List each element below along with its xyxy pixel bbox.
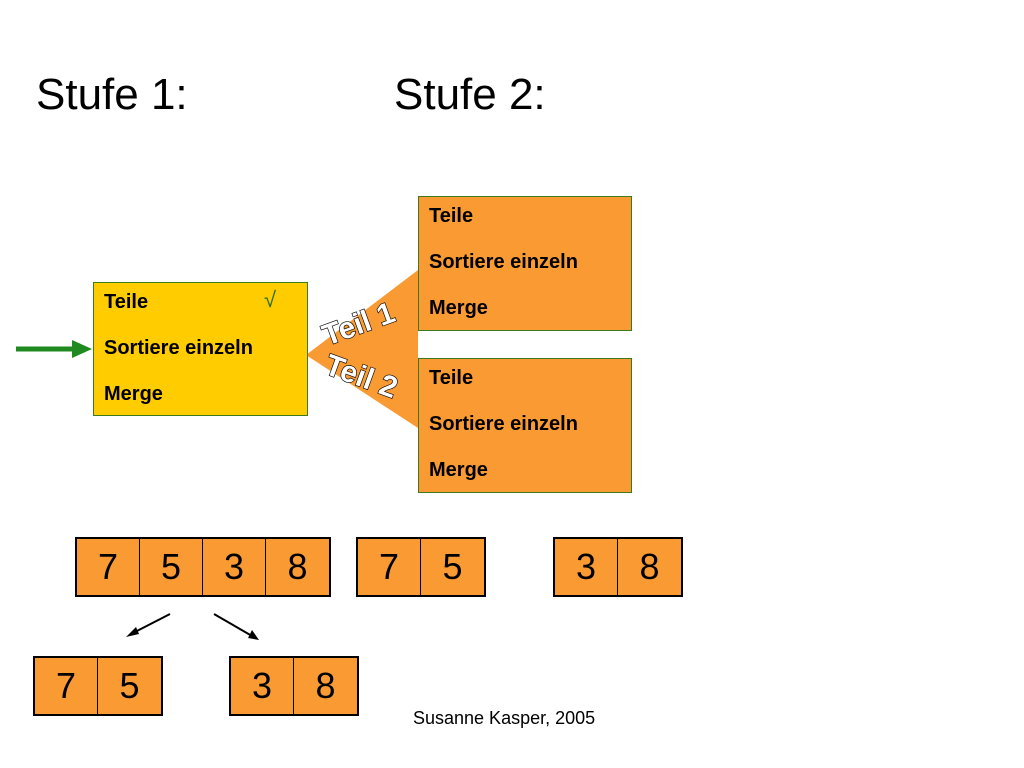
sub1-step-divide: Teile	[429, 205, 474, 227]
author-credit: Susanne Kasper, 2005	[413, 708, 596, 728]
sub1-step-merge: Merge	[429, 297, 488, 319]
array-cell: 8	[315, 665, 336, 706]
array-cell: 3	[555, 539, 618, 595]
main-step-sort: Sortiere einzeln	[104, 337, 253, 359]
main-step-merge: Merge	[104, 383, 163, 405]
stage-2-title: Stufe 2:	[394, 70, 546, 119]
array-left-half: 7 5	[356, 537, 486, 597]
array-cell: 7	[358, 539, 421, 595]
array-split-left: 7 5	[33, 656, 163, 716]
sub2-step-divide: Teile	[429, 367, 474, 389]
array-split-right: 3 8	[229, 656, 359, 716]
check-mark-icon: √	[264, 287, 277, 312]
array-right-half: 3 8	[553, 537, 683, 597]
split-arrow-right-icon	[213, 613, 259, 640]
array-cell: 7	[77, 539, 140, 595]
array-cell: 3	[203, 539, 266, 595]
split-arrow-left-icon	[126, 613, 171, 637]
main-step-divide: Teile	[104, 291, 149, 313]
array-cell: 7	[35, 658, 98, 714]
sub-step-box-1: Teile Sortiere einzeln Merge	[418, 196, 632, 331]
sub2-step-merge: Merge	[429, 459, 488, 481]
array-cell: 8	[287, 546, 308, 587]
array-cell: 5	[442, 546, 463, 587]
array-cell: 5	[119, 665, 140, 706]
main-step-box: Teile Sortiere einzeln Merge √	[93, 282, 308, 416]
array-full: 7 5 3 8	[75, 537, 331, 597]
sub1-step-sort: Sortiere einzeln	[429, 251, 578, 273]
array-cell: 5	[140, 539, 203, 595]
array-cell: 3	[231, 658, 294, 714]
stage-1-title: Stufe 1:	[36, 70, 188, 119]
branch-funnel	[306, 270, 418, 428]
green-arrow-icon	[16, 340, 92, 358]
array-cell: 8	[639, 546, 660, 587]
sub2-step-sort: Sortiere einzeln	[429, 413, 578, 435]
sub-step-box-2: Teile Sortiere einzeln Merge	[418, 358, 632, 493]
